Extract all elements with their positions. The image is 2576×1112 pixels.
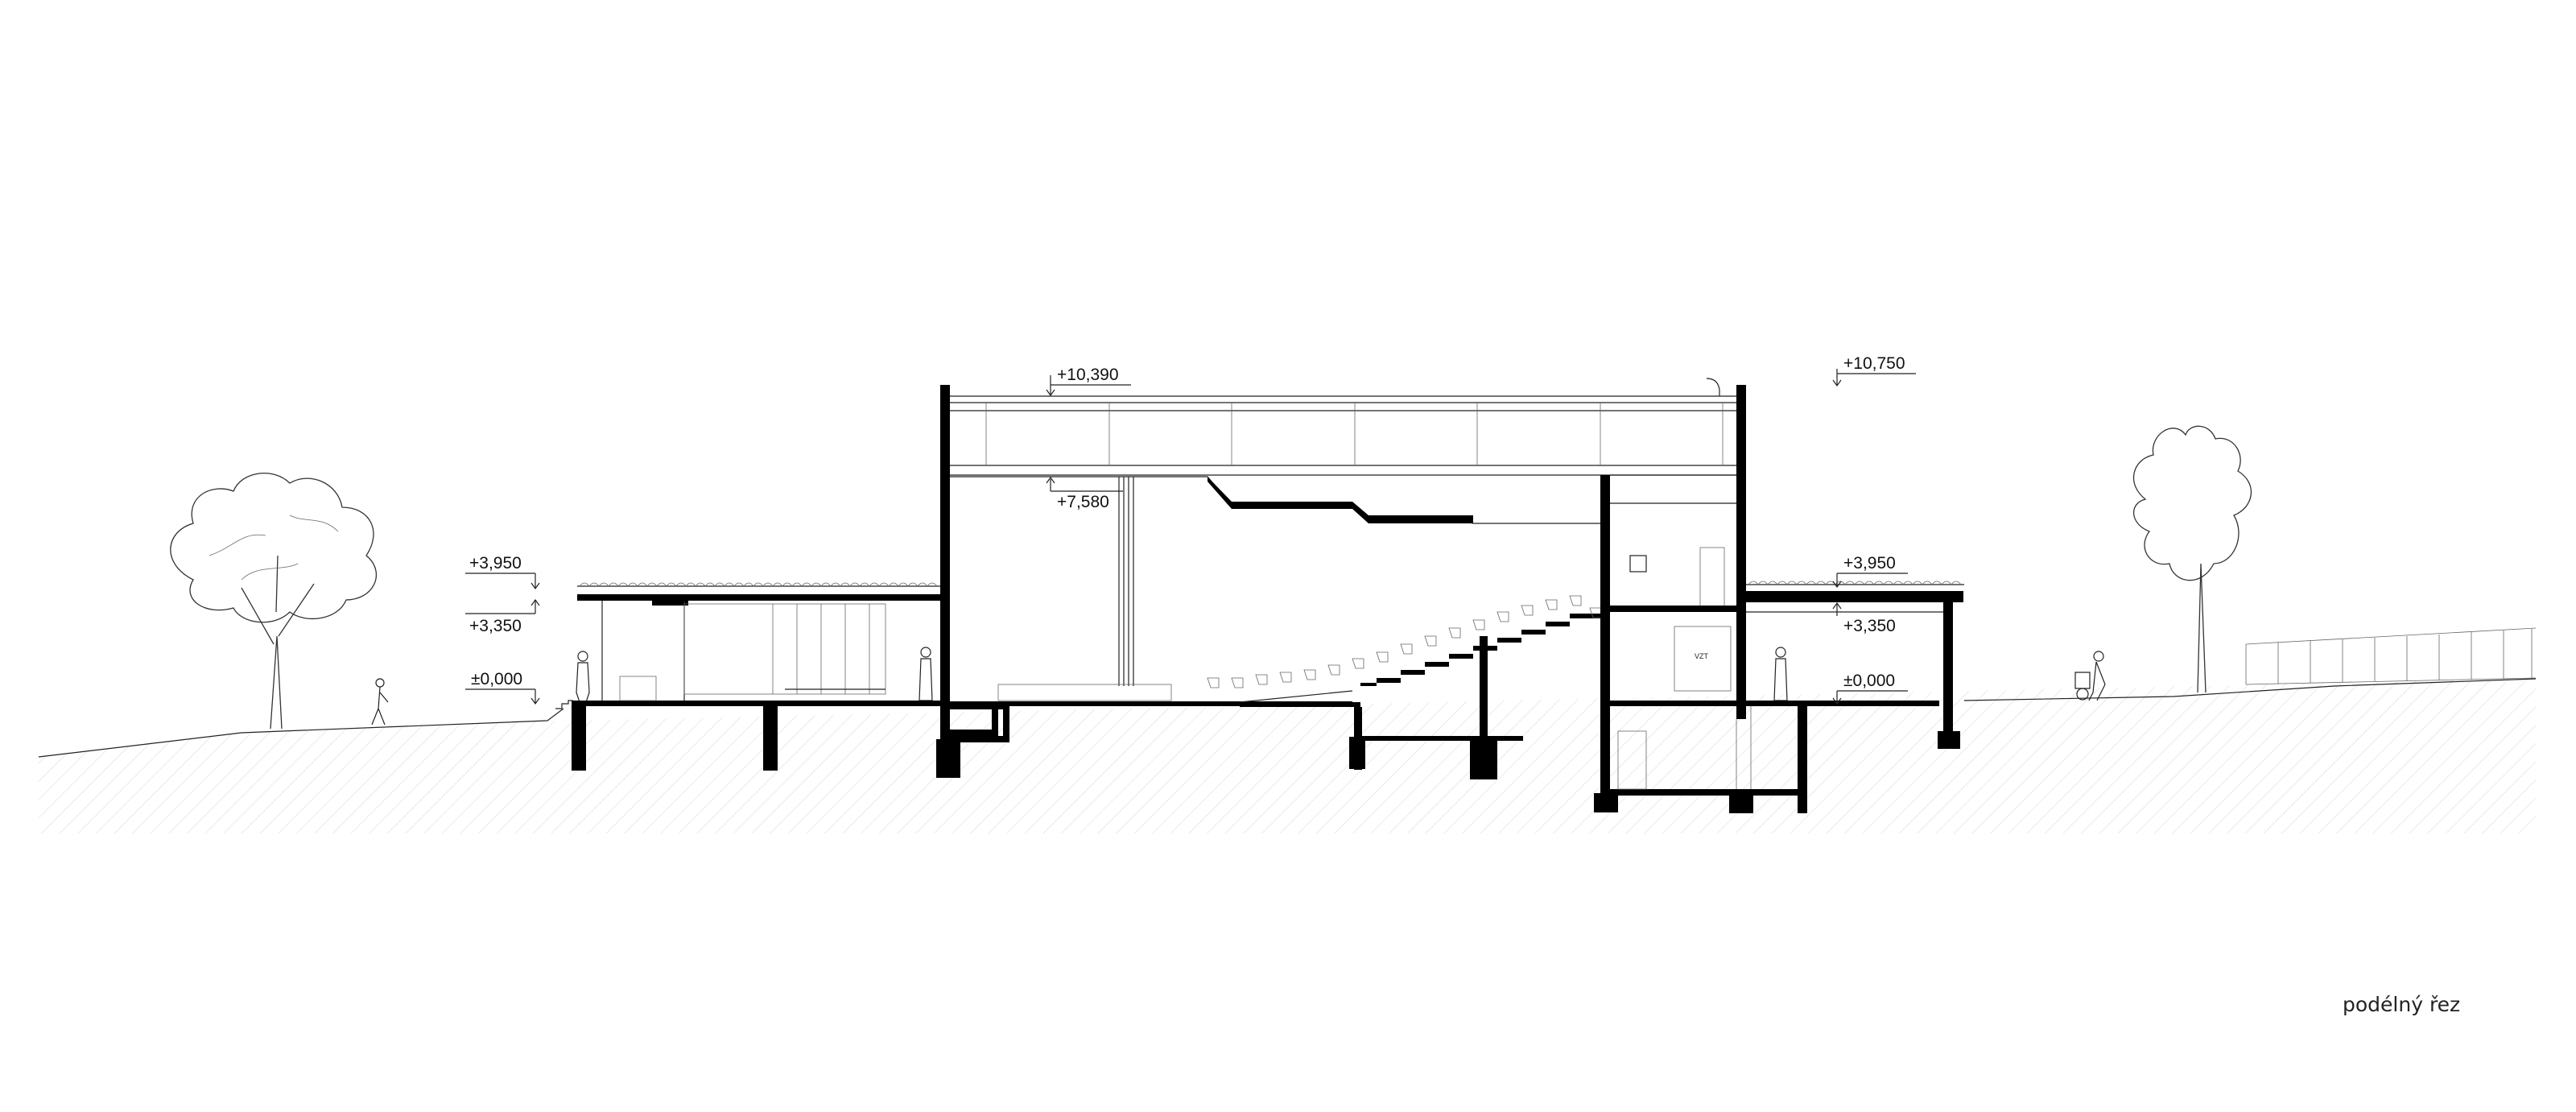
left-annex [555, 582, 943, 771]
level-marker-annex-roof-left: +3,950 [465, 554, 540, 590]
main-hall: VZT [936, 378, 1807, 813]
person-standing-foyer [576, 651, 590, 703]
drawing-title: podélný řez [2343, 993, 2460, 1016]
level-label-annex-ceiling-right: +3,350 [1843, 617, 1896, 635]
person-with-stroller [2074, 651, 2106, 701]
person-walking-left [371, 678, 389, 725]
level-label-roof-top: +10,390 [1057, 366, 1119, 384]
level-marker-ground-left: ±0,000 [465, 670, 540, 705]
terrain [38, 678, 2537, 833]
level-label-annex-roof-right: +3,950 [1843, 554, 1896, 573]
level-label-hall-ceiling: +7,580 [1057, 493, 1109, 511]
level-marker-annex-roof-right: +3,950 [1832, 554, 1908, 589]
level-label-annex-ceiling-left: +3,350 [469, 617, 522, 635]
tree-left [170, 473, 378, 730]
level-marker-hall-ceiling: +7,580 [1046, 476, 1123, 511]
level-marker-roof-top-right: +10,750 [1832, 354, 1916, 387]
level-marker-annex-ceiling-left: +3,350 [465, 598, 540, 635]
level-label-annex-roof-left: +3,950 [469, 554, 522, 573]
right-annex [1746, 581, 1964, 749]
level-label-ground-left: ±0,000 [471, 670, 522, 688]
level-label-roof-top-right: +10,750 [1843, 354, 1905, 373]
person-standing-right [1773, 647, 1788, 701]
level-marker-roof-top: +10,390 [1046, 366, 1131, 397]
tree-right [2132, 425, 2252, 693]
room-tag-vzt: VZT [1695, 652, 1709, 660]
person-standing-cafe [919, 647, 933, 701]
level-label-ground-right: ±0,000 [1843, 672, 1895, 690]
fence-right [2245, 627, 2537, 685]
level-marker-annex-ceiling-right: +3,350 [1832, 601, 1896, 635]
level-marker-ground-right: ±0,000 [1832, 672, 1908, 705]
